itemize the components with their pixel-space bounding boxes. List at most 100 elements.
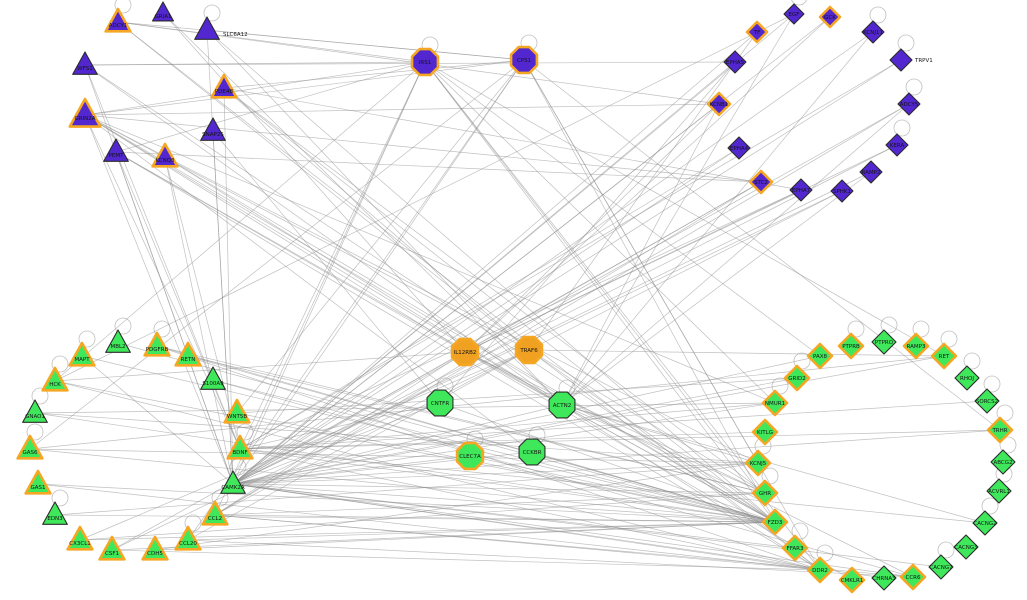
edge-IL12RB2-CCR6 bbox=[464, 351, 914, 578]
node-TRAF6[interactable]: TRAF6 bbox=[514, 335, 544, 365]
edge-IRS1-RET bbox=[424, 61, 945, 357]
edge-STC2-CCL2 bbox=[214, 181, 762, 516]
node-EGF[interactable]: EGF bbox=[783, 3, 805, 25]
node-RHOJ[interactable]: RHOJ bbox=[954, 365, 980, 391]
node-TRHR[interactable]: TRHR bbox=[986, 416, 1014, 444]
self-loop-RAMP3 bbox=[912, 320, 930, 338]
node-IRS1[interactable]: IRS1 bbox=[410, 47, 440, 77]
edge-EPHA4-BDNF bbox=[239, 147, 740, 450]
edge-TF-TRAF6 bbox=[528, 31, 758, 351]
node-shape-triangle bbox=[103, 138, 129, 162]
node-CX3CL1[interactable]: CX3CL1 bbox=[66, 525, 94, 551]
edge-CX3CL1-GHR bbox=[79, 492, 766, 541]
node-CCR6[interactable]: CCR6 bbox=[899, 563, 927, 591]
node-ACVRL1[interactable]: ACVRL1 bbox=[986, 478, 1012, 504]
edge-CPS1-GAS6 bbox=[29, 59, 525, 450]
node-KERA[interactable]: KERA bbox=[885, 133, 909, 157]
node-shape-diamond bbox=[972, 510, 998, 536]
node-RAMP2[interactable]: RAMP2 bbox=[859, 160, 883, 184]
node-shape-octagon bbox=[518, 438, 546, 466]
node-shape-triangle bbox=[104, 7, 132, 33]
node-STC2[interactable]: STC2 bbox=[748, 169, 774, 195]
edge-ADCY1-TRAF6 bbox=[117, 21, 530, 351]
node-KITLG[interactable]: KITLG bbox=[751, 418, 779, 446]
node-CACNG2[interactable]: CACNG2 bbox=[972, 510, 998, 536]
node-EPHA4[interactable]: EPHA4 bbox=[727, 136, 751, 160]
edge-TRAF6-DDR2 bbox=[528, 349, 821, 571]
node-shape-diamond bbox=[974, 388, 1000, 414]
edge-TRAF6-CCL2 bbox=[214, 349, 530, 516]
node-ACTN2[interactable]: ACTN2 bbox=[548, 391, 576, 419]
node-GRID2[interactable]: GRID2 bbox=[783, 364, 811, 392]
node-shape-triangle bbox=[194, 16, 220, 40]
self-loop-HCK bbox=[51, 355, 69, 373]
node-CLEC7A[interactable]: CLEC7A bbox=[455, 441, 485, 471]
node-shape-diamond bbox=[838, 566, 866, 594]
node-TRPV1[interactable]: TRPV1 bbox=[889, 48, 933, 72]
node-CHRNA3[interactable]: CHRNA3 bbox=[871, 565, 897, 591]
edge-EPHA7-BDNF bbox=[239, 189, 802, 450]
edge-RAMP2-CAMK2A bbox=[232, 171, 872, 485]
node-RET[interactable]: RET bbox=[930, 342, 958, 370]
node-PAX8[interactable]: PAX8 bbox=[806, 342, 834, 370]
edge-ACTN2-FZD3 bbox=[561, 404, 776, 523]
node-KCNJ11[interactable]: KCNJ11 bbox=[861, 20, 885, 44]
node-RETN[interactable]: RETN bbox=[174, 341, 202, 367]
edge-layer bbox=[29, 12, 1001, 581]
edge-ADCY5-ACTN2 bbox=[561, 103, 910, 406]
edge-IRS1-BDNF bbox=[239, 61, 426, 450]
node-CACNG3[interactable]: CACNG3 bbox=[953, 534, 979, 560]
node-KCNQ3[interactable]: KCNQ3 bbox=[151, 142, 179, 168]
node-GRIN2A[interactable]: GRIN2A bbox=[68, 97, 102, 128]
edge-HCK-FZD3 bbox=[54, 380, 776, 523]
node-shape-diamond bbox=[889, 48, 913, 72]
node-CNTFR[interactable]: CNTFR bbox=[426, 389, 454, 417]
node-GRIA1[interactable]: GRIA1 bbox=[152, 1, 174, 22]
edge-CDH5-FZD3 bbox=[154, 521, 776, 551]
node-GAS1[interactable]: GAS1 bbox=[24, 469, 52, 495]
node-PDE4B[interactable]: PDE4B bbox=[210, 73, 238, 99]
edge-CCL20-CCR6 bbox=[187, 539, 914, 578]
node-shape-diamond bbox=[830, 179, 854, 203]
edge-MBL2-FZD3 bbox=[117, 342, 776, 523]
node-shape-triangle bbox=[210, 73, 238, 99]
node-PEMT[interactable]: PEMT bbox=[103, 138, 129, 162]
node-GCK[interactable]: GCK bbox=[818, 5, 842, 29]
self-loop-CACNG7 bbox=[937, 541, 955, 559]
node-CMKLR1[interactable]: CMKLR1 bbox=[838, 566, 866, 594]
node-CACNG7[interactable]: CACNG7 bbox=[928, 554, 954, 580]
edge-EGF-HCK bbox=[54, 13, 795, 382]
edge-RAMP2-ACTN2 bbox=[561, 171, 872, 406]
node-DDR2[interactable]: DDR2 bbox=[806, 556, 834, 584]
node-CCKBR[interactable]: CCKBR bbox=[518, 438, 546, 466]
node-SPHK1[interactable]: SPHK1 bbox=[830, 179, 854, 203]
self-loop-RET bbox=[940, 330, 958, 348]
node-ADCY5[interactable]: ADCY5 bbox=[897, 92, 921, 116]
node-KCNJ5[interactable]: KCNJ5 bbox=[744, 449, 772, 477]
node-shape-diamond bbox=[745, 20, 769, 44]
edge-RETN-GHR bbox=[187, 355, 766, 494]
node-shape-diamond bbox=[837, 332, 865, 360]
node-WFS1[interactable]: WFS1 bbox=[72, 51, 98, 75]
edge-SNAP25-CNTFR bbox=[212, 130, 441, 404]
node-IL12RB2[interactable]: IL12RB2 bbox=[450, 337, 480, 367]
node-CPS1[interactable]: CPS1 bbox=[509, 45, 539, 75]
node-shape-diamond bbox=[783, 364, 811, 392]
node-GHR[interactable]: GHR bbox=[751, 479, 779, 507]
edge-IRS1-HCK bbox=[54, 61, 426, 382]
node-FFAR3[interactable]: FFAR3 bbox=[781, 534, 809, 562]
node-FZD3[interactable]: FZD3 bbox=[761, 508, 789, 536]
edge-KCNJ11-ACTN2 bbox=[561, 31, 874, 406]
node-shape-diamond bbox=[744, 449, 772, 477]
node-shape-triangle bbox=[223, 398, 251, 424]
node-CSF1[interactable]: CSF1 bbox=[98, 535, 126, 561]
node-SORCS2[interactable]: SORCS2 bbox=[974, 388, 1000, 414]
edge-GAS6-FZD3 bbox=[29, 448, 776, 523]
node-CDH5[interactable]: CDH5 bbox=[141, 535, 169, 561]
node-RAMP3[interactable]: RAMP3 bbox=[902, 332, 930, 360]
edge-EDN3-KCNJ5 bbox=[54, 462, 759, 516]
edge-SPHK1-TRAF6 bbox=[528, 190, 843, 351]
node-shape-diamond bbox=[871, 329, 897, 355]
